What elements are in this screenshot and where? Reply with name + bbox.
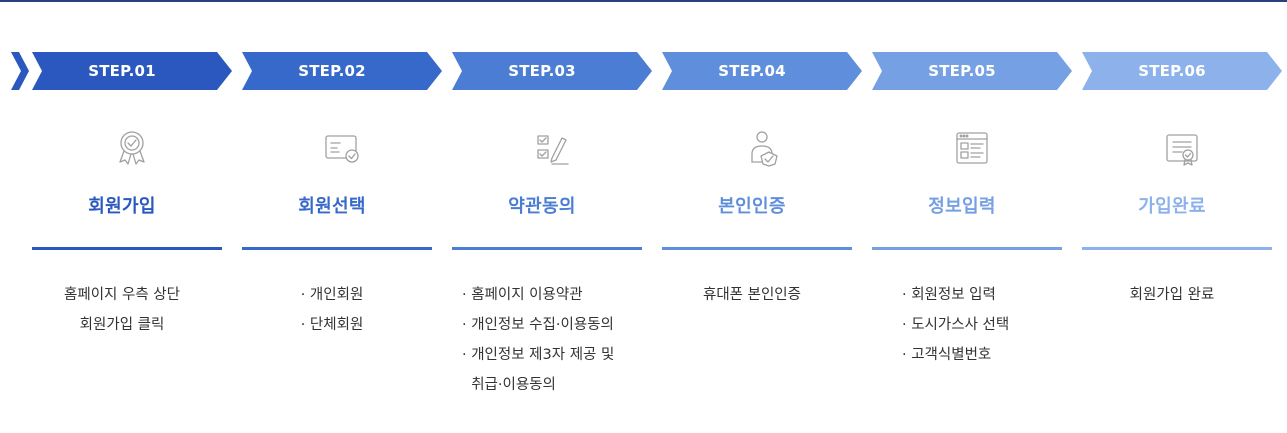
step-6-label: STEP.06 — [1138, 62, 1206, 80]
step-2-divider — [242, 247, 432, 250]
step-1-description-line: 홈페이지 우측 상단 — [64, 287, 180, 303]
step-4-divider — [662, 247, 852, 250]
step-2: STEP.02 회원선택 · 개인회원 · 단체회원 — [242, 0, 442, 433]
step-2-description-line: · 단체회원 — [300, 317, 364, 333]
step-5-description-line: · 회원정보 입력 — [902, 287, 996, 303]
step-3: STEP.03 약관동의 · 홈페이지 이용약관 · 개인정보 수집·이용동의 · 개인… — [452, 0, 652, 433]
step-5: STEP.05 정보입력 · 회원정보 입력 · 도시가스사 선택 · 고객식별번호 — [872, 0, 1072, 433]
step-4-description: 휴대폰 본인인증 — [652, 280, 852, 310]
step-6-divider — [1082, 247, 1272, 250]
member-card-icon — [322, 128, 362, 168]
certificate-complete-icon — [1162, 128, 1202, 168]
step-5-label: STEP.05 — [928, 62, 996, 80]
step-2-title: 회원선택 — [298, 196, 366, 217]
top-divider — [0, 0, 1287, 2]
step-5-description-line: · 도시가스사 선택 — [902, 317, 1010, 333]
step-5-description: · 회원정보 입력 · 도시가스사 선택 · 고객식별번호 — [902, 280, 1102, 370]
step-4-banner: STEP.04 — [662, 52, 862, 90]
award-badge-icon — [112, 128, 152, 168]
step-1-label: STEP.01 — [88, 62, 156, 80]
step-1-banner: STEP.01 — [32, 52, 232, 90]
step-3-description-line: · 개인정보 수집·이용동의 — [462, 317, 614, 333]
step-6-description-line: 회원가입 완료 — [1129, 287, 1215, 303]
step-4-label: STEP.04 — [718, 62, 786, 80]
step-3-description: · 홈페이지 이용약관 · 개인정보 수집·이용동의 · 개인정보 제3자 제공 및… — [462, 280, 662, 400]
step-3-title: 약관동의 — [508, 196, 576, 217]
step-1-title: 회원가입 — [88, 196, 156, 217]
agreement-sign-icon — [532, 128, 572, 168]
step-5-description-line: · 고객식별번호 — [902, 347, 992, 363]
identity-verify-icon — [742, 128, 782, 168]
step-5-divider — [872, 247, 1062, 250]
step-6-title: 가입완료 — [1138, 196, 1206, 217]
info-form-icon — [952, 128, 992, 168]
step-4-arrow-shape — [662, 52, 862, 90]
step-1-divider — [32, 247, 222, 250]
step-6-banner: STEP.06 — [1082, 52, 1282, 90]
step-3-divider — [452, 247, 642, 250]
step-5-title: 정보입력 — [928, 196, 996, 217]
step-3-banner: STEP.03 — [452, 52, 652, 90]
step-4-title: 본인인증 — [718, 196, 786, 217]
step-3-description-line: · 개인정보 제3자 제공 및 — [462, 347, 615, 363]
step-2-label: STEP.02 — [298, 62, 366, 80]
step-3-arrow-shape — [452, 52, 652, 90]
lead-chevron-icon — [11, 52, 29, 90]
step-5-arrow-shape — [872, 52, 1072, 90]
step-3-description-line: · 홈페이지 이용약관 — [462, 287, 583, 303]
step-3-description-line: 취급·이용동의 — [462, 377, 556, 393]
step-1-arrow-shape — [32, 52, 232, 90]
step-2-arrow-shape — [242, 52, 442, 90]
step-4-description-line: 휴대폰 본인인증 — [703, 287, 801, 303]
step-2-description: · 개인회원 · 단체회원 — [232, 280, 432, 340]
step-2-banner: STEP.02 — [242, 52, 442, 90]
step-5-banner: STEP.05 — [872, 52, 1072, 90]
step-1-description-line: 회원가입 클릭 — [79, 317, 165, 333]
step-6-arrow-shape — [1082, 52, 1282, 90]
step-3-label: STEP.03 — [508, 62, 576, 80]
step-2-description-line: · 개인회원 — [300, 287, 364, 303]
step-6-description: 회원가입 완료 — [1072, 280, 1272, 310]
